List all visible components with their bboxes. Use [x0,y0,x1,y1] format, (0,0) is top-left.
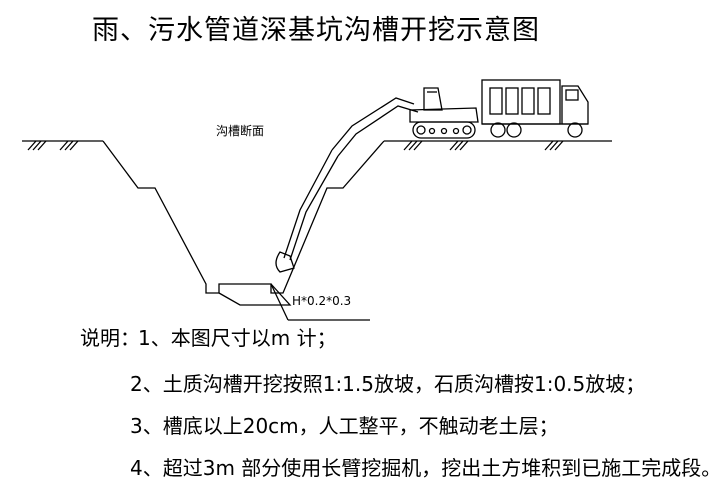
dimension-label: H*0.2*0.3 [292,294,351,308]
ground-hatch-right [403,140,564,151]
trench-profile [102,140,385,294]
note-item-4: 4、超过3m 部分使用长臂挖掘机，挖出土方堆积到已施工完成段。 [130,456,721,480]
diagram-title: 雨、污水管道深基坑沟槽开挖示意图 [92,15,540,46]
notes-block: 说明： 1、本图尺寸以m 计； 2、土质沟槽开挖按照1:1.5放坡，石质沟槽按1… [80,326,721,480]
excavator-icon [275,87,479,273]
note-item-1: 1、本图尺寸以m 计； [138,326,337,350]
section-label: 沟槽断面 [216,123,264,138]
notes-heading: 说明： [80,326,140,350]
note-item-2: 2、土质沟槽开挖按照1:1.5放坡，石质沟槽按1:0.5放坡； [130,372,646,396]
trench-bottom-layer [218,283,292,306]
ground-hatch-left [27,140,79,151]
note-item-3: 3、槽底以上20cm，人工整平，不触动老土层； [130,414,559,438]
trench-section-drawing: 沟槽断面 H*0.2*0.3 [22,79,612,321]
truck-icon [481,79,589,138]
